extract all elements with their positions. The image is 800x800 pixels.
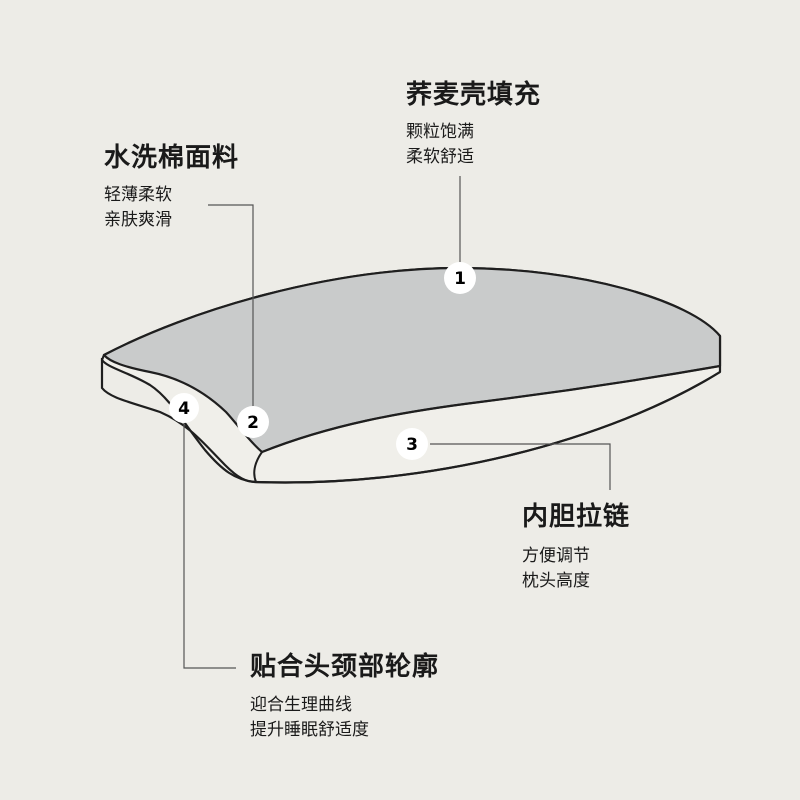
callout-2-line-2: 亲肤爽滑 — [104, 210, 172, 230]
badge-4-number: 4 — [178, 399, 190, 419]
callout-1-line-2: 柔软舒适 — [406, 147, 474, 167]
leader-lines — [183, 176, 611, 669]
callout-1-title: 荞麦壳填充 — [406, 80, 542, 110]
leader-line-3 — [430, 443, 611, 490]
callout-4-title: 贴合头颈部轮廓 — [250, 652, 440, 682]
callout-3-line-1: 方便调节 — [522, 546, 590, 566]
badge-1: 1 — [444, 262, 476, 294]
callout-2-title: 水洗棉面料 — [104, 143, 240, 173]
pillow-side-rim — [100, 358, 257, 484]
callout-4-line-2: 提升睡眠舒适度 — [250, 720, 369, 740]
leader-line-4 — [183, 422, 236, 669]
badge-1-number: 1 — [454, 269, 466, 289]
badge-4: 4 — [169, 393, 199, 423]
pillow-end-curve — [253, 451, 263, 483]
leader-line-2 — [208, 204, 254, 408]
pillow-front-bottom — [255, 371, 721, 484]
callout-3-title: 内胆拉链 — [522, 502, 631, 532]
callout-4-line-1: 迎合生理曲线 — [250, 695, 352, 715]
badge-2: 2 — [237, 406, 269, 438]
callout-2-line-1: 轻薄柔软 — [104, 185, 172, 205]
callout-3-line-2: 枕头高度 — [522, 571, 590, 591]
badge-2-number: 2 — [247, 413, 259, 433]
badge-3-number: 3 — [406, 435, 418, 455]
callout-1-line-1: 颗粒饱满 — [406, 122, 474, 142]
pillow-front-edge — [261, 365, 721, 453]
badge-3: 3 — [396, 428, 428, 460]
